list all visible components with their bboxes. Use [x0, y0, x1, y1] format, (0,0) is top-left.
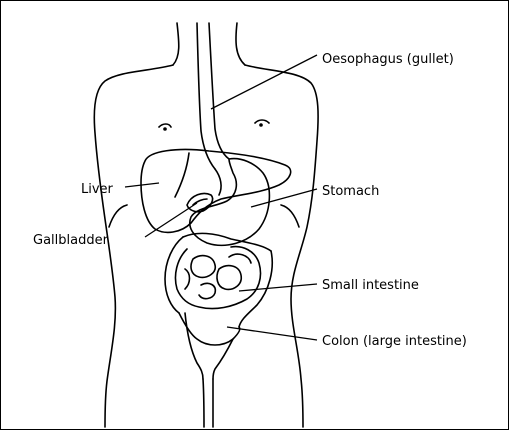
stomach-inner [215, 169, 221, 195]
rectum-left [203, 379, 204, 427]
stomach-outline [190, 159, 270, 246]
nipple-left [159, 124, 171, 127]
gallbladder [187, 193, 213, 211]
leader-stomach [251, 189, 317, 207]
leader-colon [227, 327, 317, 340]
armpit-left [109, 205, 127, 227]
small-intestine-outer [175, 247, 260, 309]
label-oesophagus: Oesophagus (gullet) [322, 52, 454, 67]
nipple-left-dot [163, 127, 167, 131]
neck-right [236, 23, 245, 65]
small-intestine-loop-1 [191, 256, 215, 278]
label-colon: Colon (large intestine) [322, 334, 467, 349]
stomach [190, 159, 270, 246]
nipple-right-dot [259, 123, 263, 127]
armpit-right [281, 205, 299, 227]
leader-small-intestine [239, 284, 317, 291]
label-liver: Liver [81, 182, 114, 197]
neck-left [173, 23, 179, 65]
nipple-right [255, 120, 269, 123]
small-intestine [175, 247, 260, 309]
liver-outline [141, 149, 291, 232]
liver [141, 149, 291, 232]
small-intestine-loop-3 [199, 283, 215, 298]
small-intestine-loop-4 [229, 254, 251, 263]
small-intestine-loop-5 [185, 269, 190, 289]
leader-oesophagus [211, 55, 317, 109]
liver-lobe-divide [175, 153, 189, 197]
torso-outline [94, 23, 318, 427]
oesophagus-right-wall [209, 23, 229, 159]
small-intestine-loop-2 [217, 266, 241, 290]
colon-ascending [165, 237, 183, 313]
oesophagus [197, 23, 229, 169]
leader-liver [125, 183, 159, 187]
label-gallbladder: Gallbladder [33, 233, 109, 248]
gallbladder-outline [187, 193, 213, 211]
shoulder-right [245, 65, 318, 427]
rectum [203, 379, 213, 427]
colon-lower-left [185, 313, 203, 379]
label-small-intestine: Small intestine [322, 278, 419, 293]
label-stomach: Stomach [322, 184, 379, 199]
colon-sigmoid [179, 313, 240, 345]
